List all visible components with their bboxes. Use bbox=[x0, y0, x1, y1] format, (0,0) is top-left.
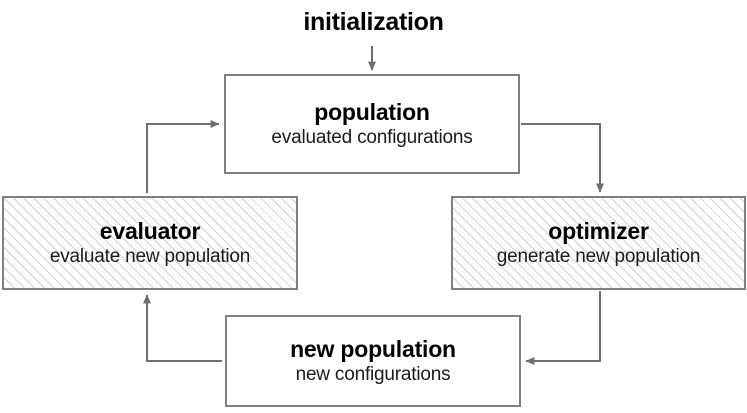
edge-optimizer-to-new-population bbox=[525, 291, 601, 365]
node-population-subtitle: evaluated configurations bbox=[271, 127, 473, 149]
edge-new-population-to-evaluator bbox=[143, 294, 222, 362]
edge-population-to-optimizer bbox=[521, 123, 604, 193]
node-new-population-subtitle: new configurations bbox=[295, 364, 451, 386]
node-evaluator-title: evaluator bbox=[99, 217, 201, 244]
node-optimizer-subtitle: generate new population bbox=[496, 246, 701, 268]
node-optimizer-title: optimizer bbox=[548, 217, 649, 244]
node-population-title: population bbox=[314, 98, 430, 125]
edge-evaluator-to-population bbox=[146, 120, 220, 193]
node-new-population-title: new population bbox=[290, 335, 456, 362]
node-population[interactable]: population evaluated configurations bbox=[224, 74, 520, 174]
node-evaluator-subtitle: evaluate new population bbox=[49, 246, 251, 268]
node-optimizer[interactable]: optimizer generate new population bbox=[451, 196, 746, 290]
node-new-population[interactable]: new population new configurations bbox=[225, 315, 521, 407]
initialization-label: initialization bbox=[303, 8, 444, 36]
node-evaluator[interactable]: evaluator evaluate new population bbox=[2, 196, 298, 290]
